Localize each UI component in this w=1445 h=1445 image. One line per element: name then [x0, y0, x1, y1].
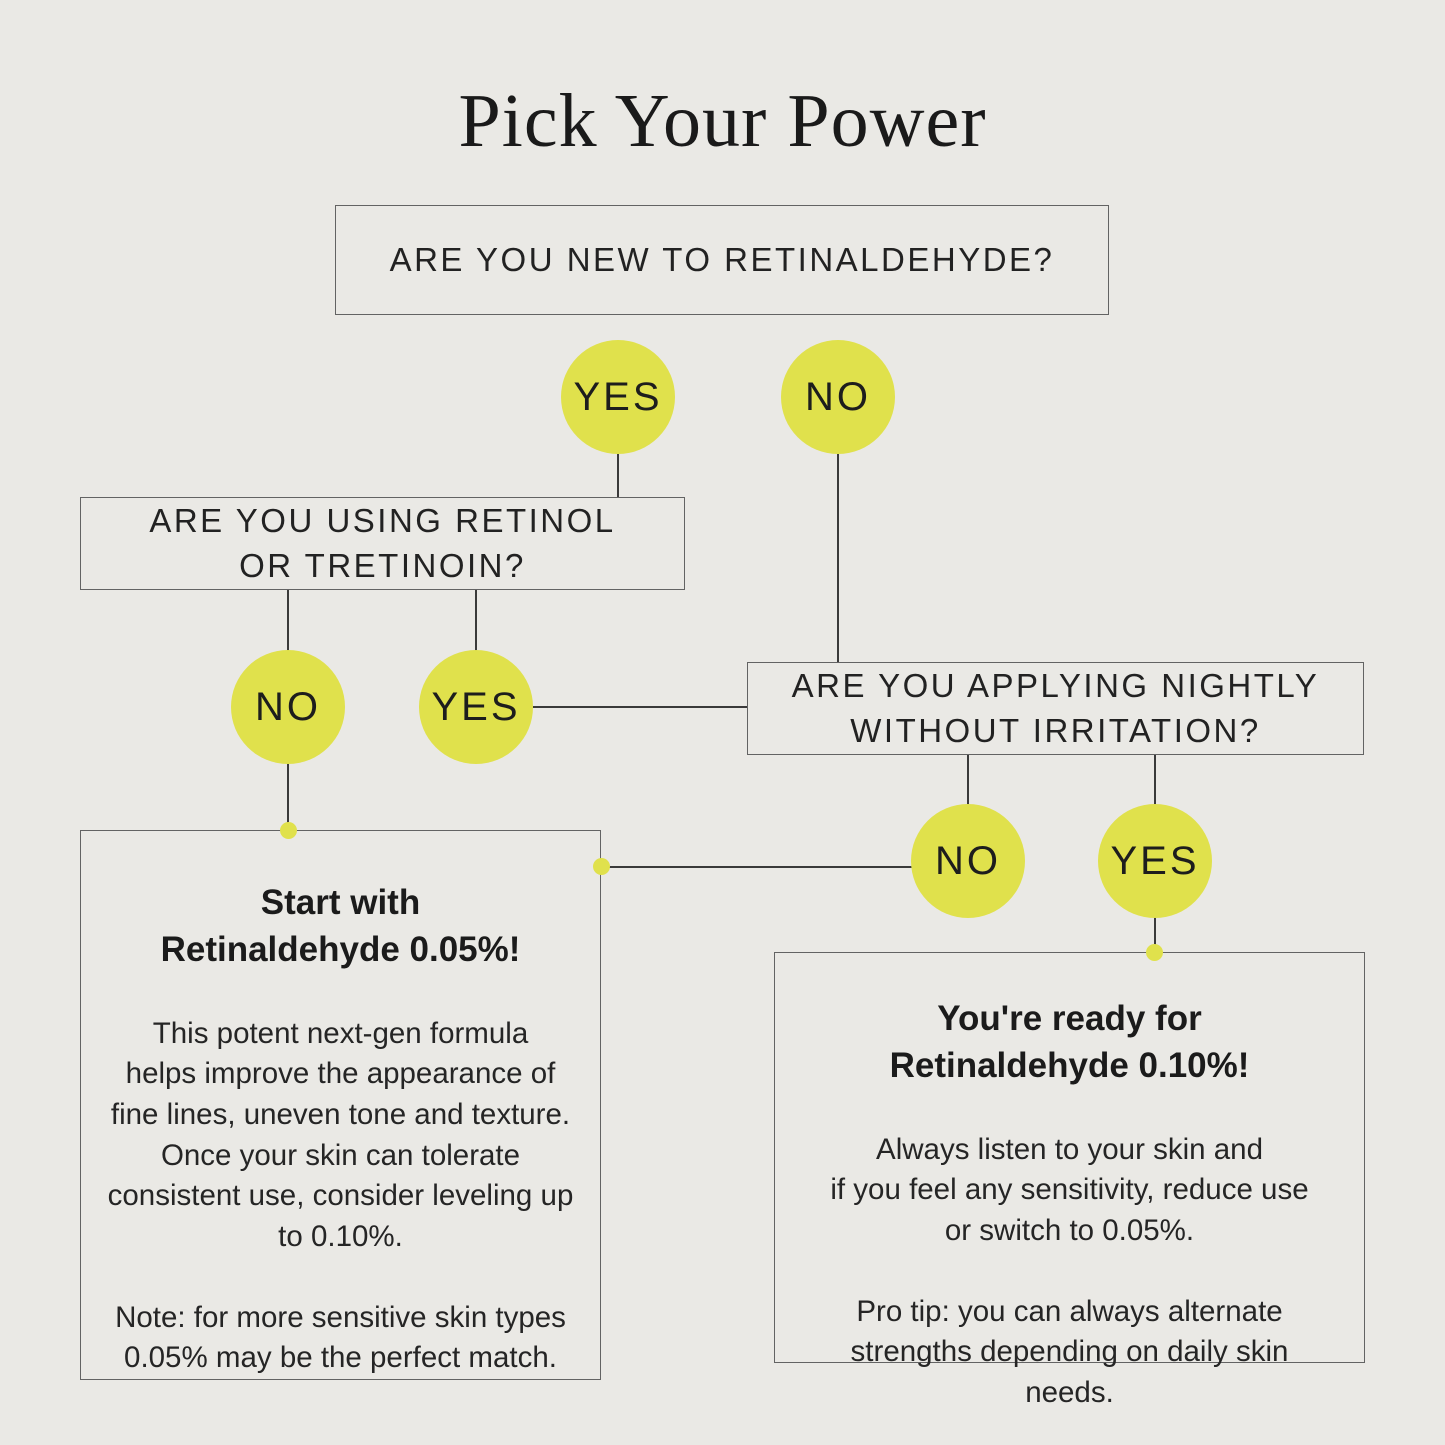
result-body: Always listen to your skin and if you fe… — [830, 1132, 1309, 1247]
connector-q3-to-no — [967, 754, 969, 806]
connector-q2yes-to-q3 — [533, 706, 748, 708]
connector-q2-to-no — [287, 589, 289, 652]
answer-circle-q1-no: NO — [781, 340, 895, 454]
connector-dot — [593, 858, 610, 875]
connector-dot — [280, 822, 297, 839]
answer-circle-q3-yes: YES — [1098, 804, 1212, 918]
connector-q1yes-to-q2 — [617, 454, 619, 500]
connector-q3yes-to-result-high — [1154, 917, 1156, 953]
answer-label: NO — [935, 838, 1001, 883]
result-title: Start with Retinaldehyde 0.05%! — [160, 883, 521, 970]
answer-circle-q1-yes: YES — [561, 340, 675, 454]
answer-label: YES — [573, 374, 663, 419]
result-body: This potent next-gen formula helps impro… — [107, 1016, 574, 1254]
answer-label: YES — [1110, 838, 1200, 883]
answer-label: NO — [805, 374, 871, 419]
page-title: Pick Your Power — [458, 79, 987, 163]
answer-circle-q2-yes: YES — [419, 650, 533, 764]
connector-result-low-to-q3no — [601, 866, 913, 868]
connector-q1no-to-q3 — [837, 454, 839, 664]
connector-q3-to-yes — [1154, 754, 1156, 806]
answer-circle-q3-no: NO — [911, 804, 1025, 918]
question-text: ARE YOU NEW TO RETINALDEHYDE? — [389, 240, 1055, 278]
result-note: Note: for more sensitive skin types 0.05… — [115, 1300, 566, 1375]
question-box-using-retinol-or-tretinoin: ARE YOU USING RETINOL OR TRETINOIN? — [80, 497, 685, 590]
result-title: You're ready for Retinaldehyde 0.10%! — [889, 999, 1250, 1086]
question-text: ARE YOU APPLYING NIGHTLY WITHOUT IRRITAT… — [791, 666, 1320, 749]
result-box-retinaldehyde-005: Start with Retinaldehyde 0.05%! This pot… — [80, 830, 601, 1380]
result-note: Pro tip: you can always alternate streng… — [850, 1294, 1289, 1410]
answer-label: NO — [255, 684, 321, 729]
answer-circle-q2-no: NO — [231, 650, 345, 764]
question-text: ARE YOU USING RETINOL OR TRETINOIN? — [149, 501, 616, 584]
question-box-new-to-retinaldehyde: ARE YOU NEW TO RETINALDEHYDE? — [335, 205, 1109, 315]
question-box-applying-nightly-without-irritation: ARE YOU APPLYING NIGHTLY WITHOUT IRRITAT… — [747, 662, 1364, 755]
connector-q2no-to-result-low — [287, 763, 289, 831]
connector-q2-to-yes — [475, 589, 477, 652]
connector-dot — [1146, 944, 1163, 961]
answer-label: YES — [431, 684, 521, 729]
result-box-retinaldehyde-010: You're ready for Retinaldehyde 0.10%! Al… — [774, 952, 1365, 1409]
